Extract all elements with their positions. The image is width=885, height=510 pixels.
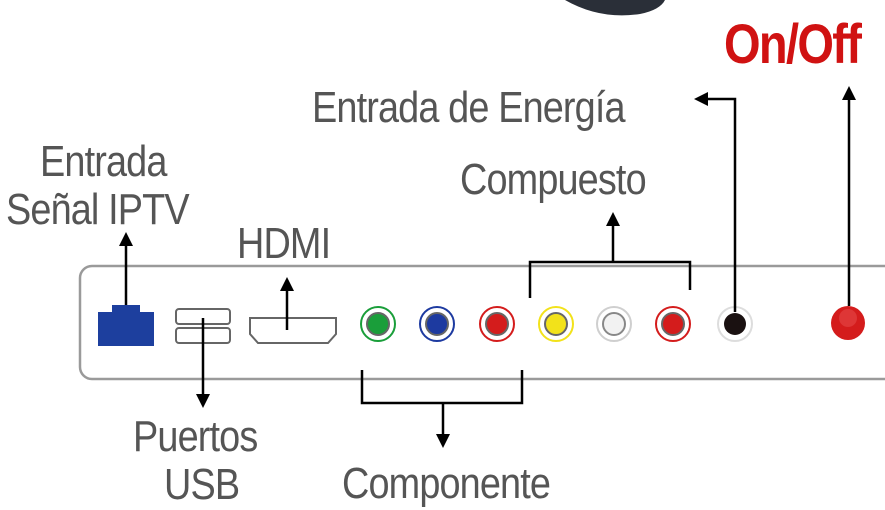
power-input-label: Entrada de Energía: [312, 83, 626, 132]
rca-jack-blue[interactable]: [419, 306, 455, 342]
rca-jack-green[interactable]: [360, 306, 396, 342]
rca-jack-red-composite[interactable]: [655, 306, 691, 342]
hdmi-label: HDMI: [237, 219, 331, 268]
iptv-label-line1: Entrada: [40, 137, 167, 186]
bracket-composite: [528, 260, 692, 298]
dc-power-jack[interactable]: [717, 306, 753, 342]
composite-label: Compuesto: [460, 155, 647, 204]
arrowhead-hdmi: [280, 277, 294, 291]
hdmi-port[interactable]: [249, 317, 337, 344]
arrowhead-component: [436, 434, 450, 448]
ethernet-port[interactable]: [98, 305, 154, 346]
power-button[interactable]: [831, 306, 865, 340]
arrowhead-usb: [196, 394, 210, 408]
component-label: Componente: [342, 459, 551, 508]
rca-jack-white[interactable]: [596, 306, 632, 342]
arrowhead-iptv: [119, 232, 133, 246]
iptv-label-line2: Señal IPTV: [6, 185, 190, 234]
on-off-label: On/Off: [724, 12, 862, 75]
arrowhead-composite: [606, 212, 620, 226]
device-edge-silhouette: [565, 0, 665, 16]
arrowhead-on-off: [842, 86, 856, 100]
usb-label-line2: USB: [164, 460, 240, 509]
arrow-power-input: [702, 97, 737, 312]
usb-label-line1: Puertos: [133, 412, 258, 461]
rca-jack-yellow[interactable]: [538, 306, 574, 342]
arrowhead-power-input: [694, 92, 708, 106]
rca-jack-red-component[interactable]: [479, 306, 515, 342]
